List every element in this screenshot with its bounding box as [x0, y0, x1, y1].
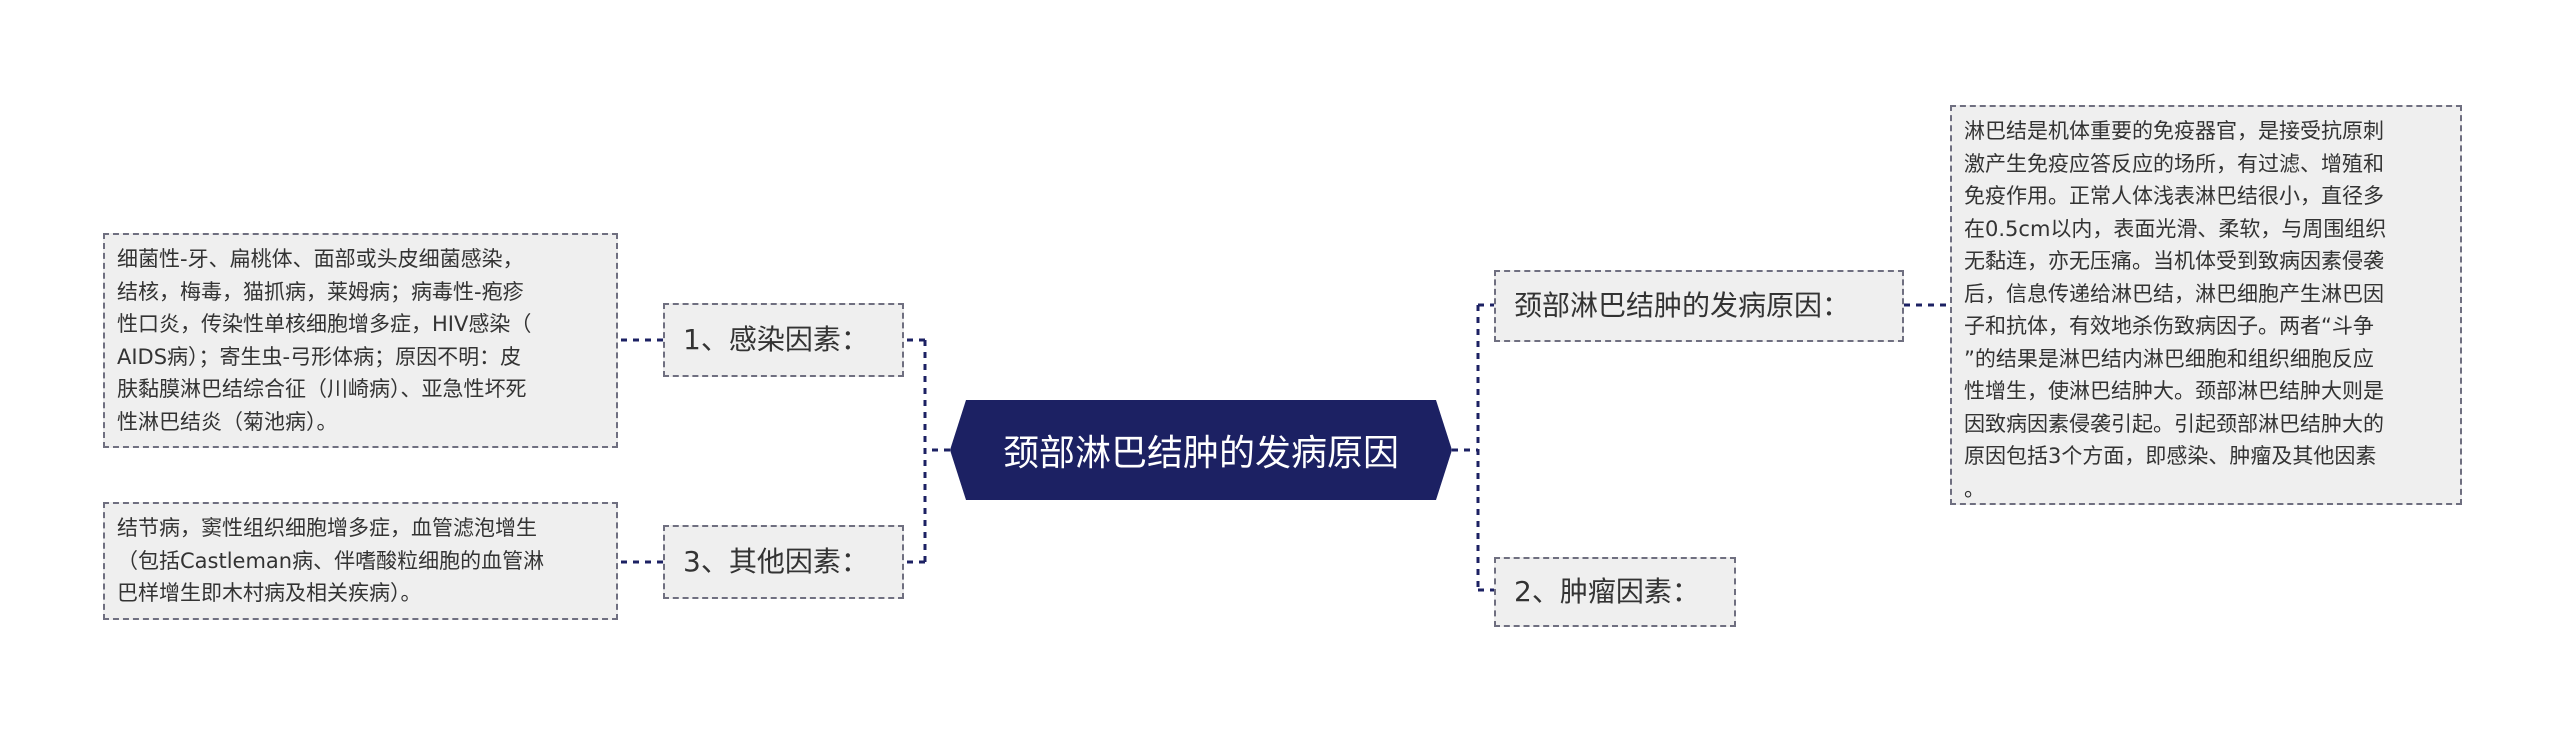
note-infection-line: AIDS病）；寄生虫-弓形体病；原因不明：皮 — [117, 344, 522, 369]
central-topic[interactable]: 颈部淋巴结肿的发病原因 — [1002, 433, 1399, 474]
note-infection-line: 性淋巴结炎（菊池病）。 — [117, 409, 338, 434]
note-cause[interactable]: 淋巴结是机体重要的免疫器官，是接受抗原刺 激产生免疫应答反应的场所，有过滤、增殖… — [1950, 105, 2462, 505]
note-other-line: 结节病，窦性组织细胞增多症，血管滤泡增生 — [117, 516, 537, 540]
note-cause-line: 子和抗体，有效地杀伤致病因子。两者“斗争 — [1964, 314, 2374, 338]
note-cause-line: 淋巴结是机体重要的免疫器官，是接受抗原刺 — [1964, 119, 2384, 143]
note-infection-line: 肤黏膜淋巴结综合征（川崎病）、亚急性坏死 — [117, 377, 527, 401]
topic-cause-label: 颈部淋巴结肿的发病原因： — [1514, 289, 1851, 322]
note-cause-line: 。 — [1964, 476, 1985, 501]
central-node-shape — [950, 400, 1452, 500]
topic-other-label: 3、其他因素： — [683, 545, 869, 578]
note-cause-line: 免疫作用。正常人体浅表淋巴结很小，直径多 — [1964, 184, 2384, 208]
note-cause-line: 后，信息传递给淋巴结，淋巴细胞产生淋巴因 — [1964, 281, 2384, 306]
note-cause-line: 无黏连，亦无压痛。当机体受到致病因素侵袭 — [1964, 249, 2384, 273]
note-cause-line: ”的结果是淋巴结内淋巴细胞和组织细胞反应 — [1964, 346, 2374, 371]
note-other-line: 巴样增生即木村病及相关疾病）。 — [117, 581, 422, 605]
note-cause-line: 性增生，使淋巴结肿大。颈部淋巴结肿大则是 — [1964, 379, 2384, 403]
note-cause-line: 因致病因素侵袭引起。引起颈部淋巴结肿大的 — [1964, 411, 2384, 436]
note-other[interactable]: 结节病，窦性组织细胞增多症，血管滤泡增生 （包括Castleman病、伴嗜酸粒细… — [103, 502, 618, 620]
note-cause-line: 原因包括3个方面，即感染、肿瘤及其他因素 — [1964, 444, 2377, 468]
note-other-line: （包括Castleman病、伴嗜酸粒细胞的血管淋 — [117, 548, 545, 573]
topic-tumor[interactable]: 2、肿瘤因素： — [1494, 557, 1736, 627]
note-infection-line: 细菌性-牙、扁桃体、面部或头皮细菌感染， — [117, 247, 524, 271]
note-cause-line: 在0.5cm以内，表面光滑、柔软，与周围组织 — [1964, 216, 2387, 241]
topic-tumor-label: 2、肿瘤因素： — [1514, 575, 1700, 608]
topic-infection-label: 1、感染因素： — [683, 323, 869, 356]
topic-infection[interactable]: 1、感染因素： — [663, 303, 904, 377]
note-infection[interactable]: 细菌性-牙、扁桃体、面部或头皮细菌感染， 结核，梅毒，猫抓病，莱姆病；病毒性-疱… — [103, 233, 618, 448]
note-infection-line: 结核，梅毒，猫抓病，莱姆病；病毒性-疱疹 — [117, 279, 524, 304]
topic-other[interactable]: 3、其他因素： — [663, 525, 904, 599]
topic-cause[interactable]: 颈部淋巴结肿的发病原因： — [1494, 270, 1904, 342]
note-infection-line: 性口炎，传染性单核细胞增多症，HIV感染（ — [117, 312, 532, 336]
note-cause-line: 激产生免疫应答反应的场所，有过滤、增殖和 — [1964, 151, 2384, 176]
